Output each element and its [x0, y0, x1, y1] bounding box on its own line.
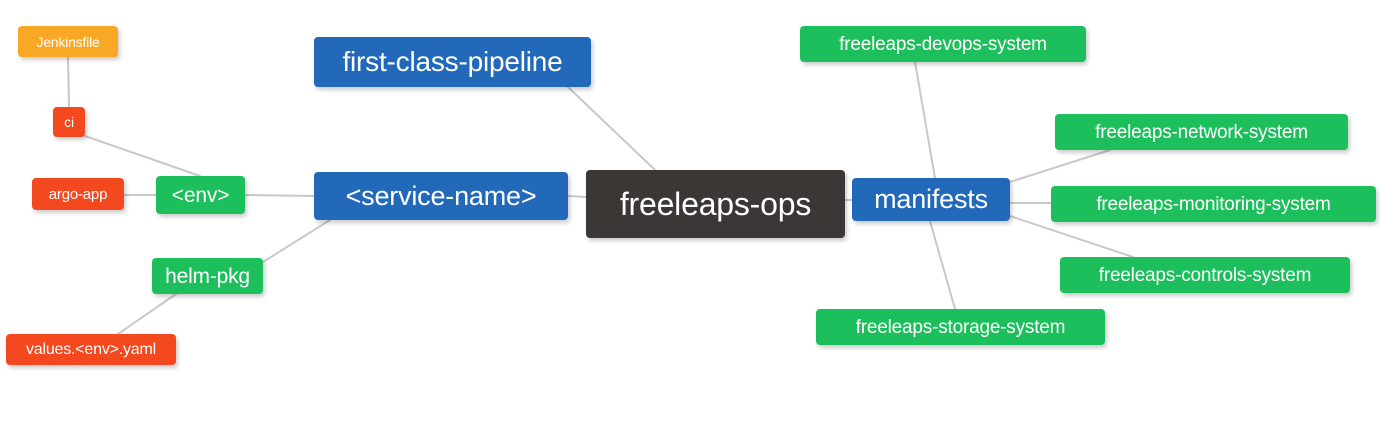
node-jenkinsfile[interactable]: Jenkinsfile [18, 26, 118, 57]
node-freeleaps-ops[interactable]: freeleaps-ops [586, 170, 845, 238]
node-first-class-pipeline[interactable]: first-class-pipeline [314, 37, 591, 87]
node-freeleaps-monitoring-system[interactable]: freeleaps-monitoring-system [1051, 186, 1376, 222]
node-freeleaps-storage-system[interactable]: freeleaps-storage-system [816, 309, 1105, 345]
node-helm-pkg[interactable]: helm-pkg [152, 258, 263, 294]
edge-env-to-service-name [244, 194, 315, 197]
edge-manifests-to-freeleaps-storage-system [929, 220, 956, 310]
edge-manifests-to-freeleaps-network-system [1009, 149, 1111, 183]
node-manifests[interactable]: manifests [852, 178, 1010, 221]
edge-manifests-to-freeleaps-devops-system [914, 61, 936, 179]
node-service-name[interactable]: <service-name> [314, 172, 568, 220]
node-freeleaps-devops-system[interactable]: freeleaps-devops-system [800, 26, 1086, 62]
edge-helm-pkg-to-values-yaml [117, 293, 177, 335]
node-freeleaps-controls-system[interactable]: freeleaps-controls-system [1060, 257, 1350, 293]
node-argo-app[interactable]: argo-app [32, 178, 124, 210]
edge-service-name-to-freeleaps-ops [567, 195, 587, 198]
node-freeleaps-network-system[interactable]: freeleaps-network-system [1055, 114, 1348, 150]
edge-ci-to-env [84, 135, 201, 177]
node-ci[interactable]: ci [53, 107, 85, 137]
edge-first-class-pipeline-to-freeleaps-ops [567, 86, 656, 171]
edge-jenkinsfile-to-ci [67, 56, 70, 108]
edge-manifests-to-freeleaps-controls-system [1009, 215, 1134, 258]
node-env[interactable]: <env> [156, 176, 245, 214]
node-values-yaml[interactable]: values.<env>.yaml [6, 334, 176, 365]
edge-service-name-to-helm-pkg [262, 219, 331, 263]
